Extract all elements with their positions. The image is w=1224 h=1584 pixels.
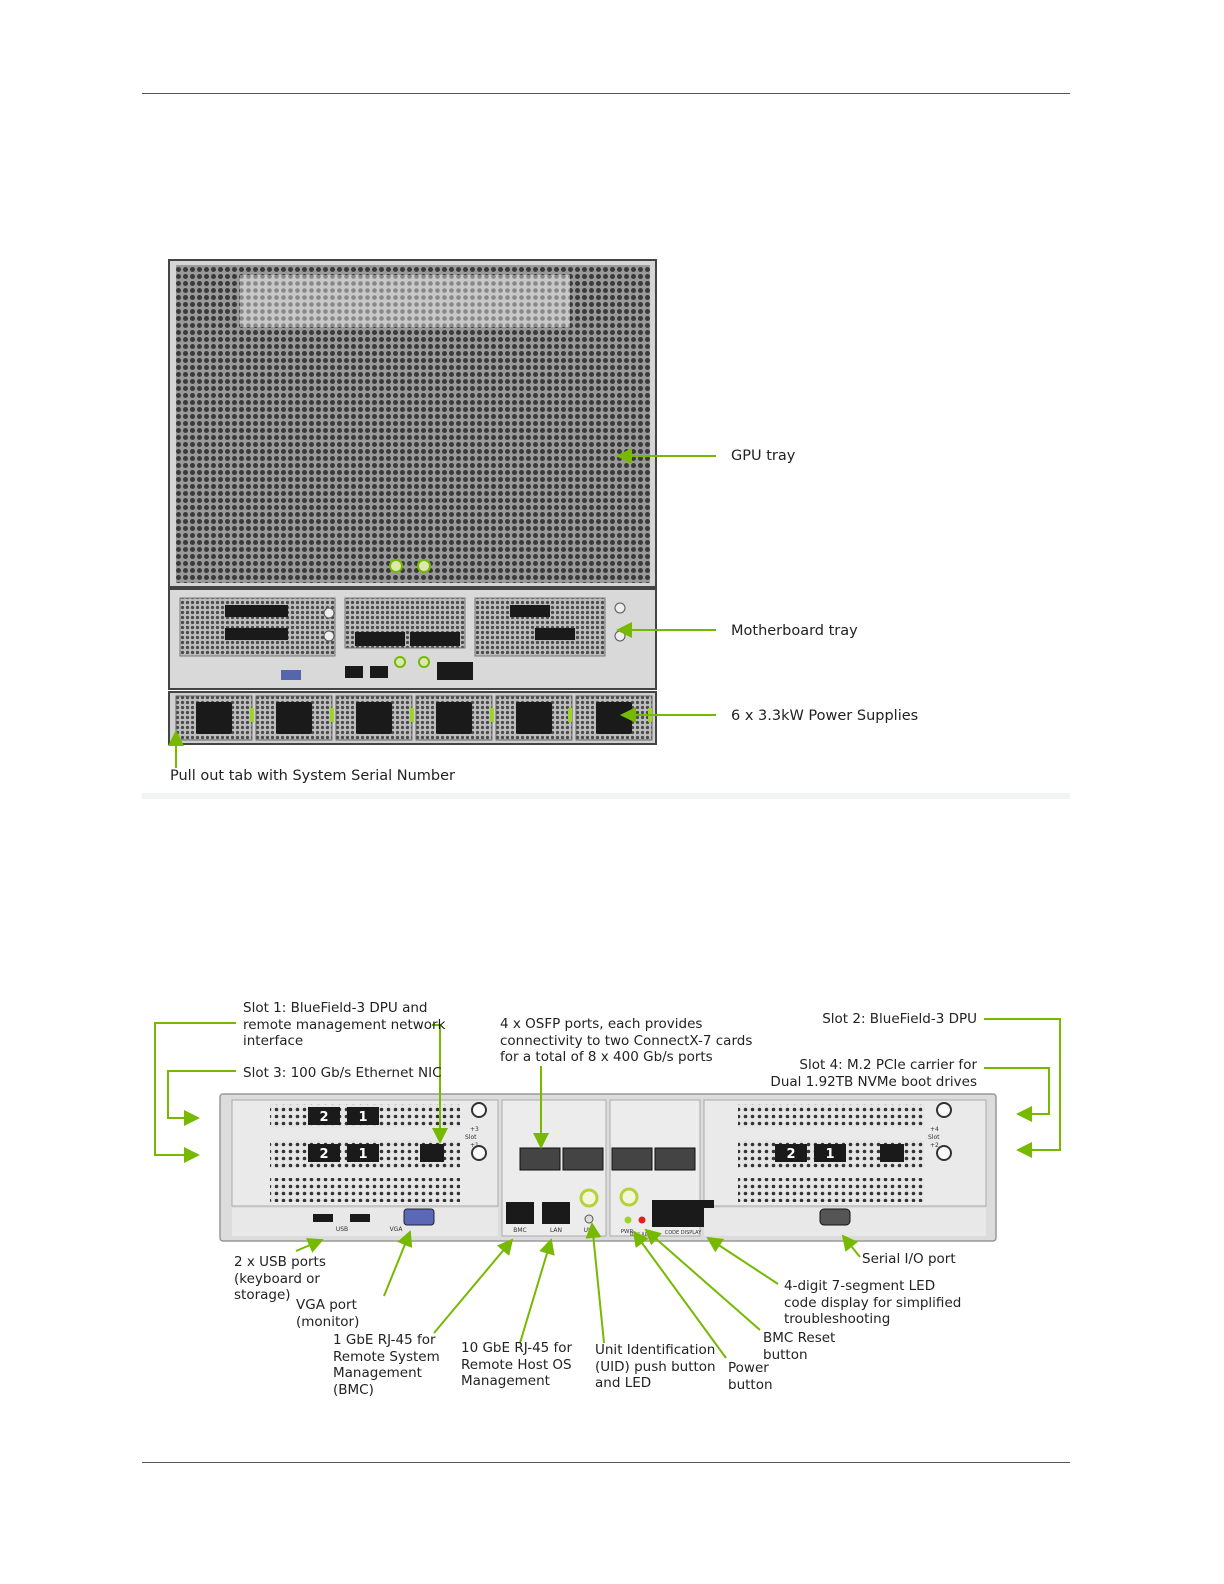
right-card-label-2: 2: [786, 1147, 795, 1162]
label-gpu-tray: GPU tray: [731, 448, 796, 464]
slot-word-right: Slot: [928, 1134, 940, 1141]
motherboard-tray: [168, 588, 657, 690]
label-power-supplies: 6 x 3.3kW Power Supplies: [731, 708, 919, 724]
serial-port: [819, 1208, 851, 1226]
usb-port-2: [350, 1214, 370, 1222]
label-lan-rj45: 10 GbE RJ-45 for Remote Host OS Manageme…: [461, 1340, 573, 1389]
left-card-label-1: 1: [358, 1110, 367, 1125]
motherboard-tray-detail-figure: 2 1 2 1 +3 Slot +1 2 1 +4 Slot +2 USB VG…: [154, 1018, 1061, 1359]
uid-led: [584, 1214, 594, 1224]
power-led: [624, 1216, 632, 1224]
label-pull-out-tab: Pull out tab with System Serial Number: [170, 768, 456, 784]
label-uid: Unit Identification (UID) push button an…: [595, 1342, 716, 1391]
power-button: [619, 1187, 639, 1207]
slot-label-left-top: +3: [470, 1126, 479, 1133]
bmc-rj45-port: [506, 1202, 534, 1224]
lan-panel-label: LAN: [550, 1227, 562, 1234]
left-card-port-1: [347, 1107, 379, 1125]
power-supplies: [168, 691, 657, 745]
pwr-panel-label: PWR: [621, 1229, 634, 1235]
slot-label-right-top: +4: [930, 1126, 939, 1133]
led-code-display: [652, 1200, 714, 1227]
gpu-tray: [168, 259, 657, 588]
label-slot1: Slot 1: BlueField-3 DPU and remote manag…: [243, 1000, 446, 1049]
label-bmc-reset: BMC Reset button: [763, 1330, 836, 1363]
osfp-port-1: [519, 1147, 561, 1171]
left-nic-label-2: 2: [319, 1147, 328, 1162]
left-nic-port-1: [347, 1144, 379, 1162]
label-serial: Serial I/O port: [862, 1251, 956, 1267]
bmc-panel-label: BMC: [513, 1227, 526, 1234]
label-usb: 2 x USB ports (keyboard or storage): [234, 1254, 326, 1303]
left-rj45-port: [420, 1144, 444, 1162]
right-card-port-2: [775, 1144, 807, 1162]
left-card-label-2: 2: [319, 1110, 328, 1125]
right-rj45-port: [880, 1144, 904, 1162]
usb-port-1: [313, 1214, 333, 1222]
slot-label-right-bottom: +2: [930, 1142, 939, 1149]
right-card-port-1: [814, 1144, 846, 1162]
osfp-port-4: [654, 1147, 696, 1171]
label-bmc-rj45: 1 GbE RJ-45 for Remote System Management…: [333, 1332, 440, 1398]
label-slot4: Slot 4: M.2 PCIe carrier for Dual 1.92TB…: [770, 1057, 977, 1090]
vga-port: [403, 1208, 435, 1226]
figure2-callouts: [154, 1018, 1061, 1359]
left-nic-port-2: [308, 1144, 340, 1162]
label-vga: VGA port (monitor): [296, 1297, 360, 1330]
bmc-reset-button: [638, 1216, 646, 1224]
usb-panel-label: USB: [336, 1226, 348, 1233]
figure1-callouts: [168, 448, 716, 768]
right-card-label-1: 1: [825, 1147, 834, 1162]
lan-rj45-port: [542, 1202, 570, 1224]
osfp-port-2: [562, 1147, 604, 1171]
left-nic-label-1: 1: [358, 1147, 367, 1162]
figure-divider-band: [142, 793, 1070, 799]
left-card-port-2: [308, 1107, 340, 1125]
footer-rule: [142, 1462, 1070, 1463]
slot-word-left: Slot: [465, 1134, 477, 1141]
uid-button: [579, 1188, 599, 1208]
label-power: Power button: [728, 1360, 773, 1393]
label-osfp: 4 x OSFP ports, each provides connectivi…: [500, 1016, 753, 1065]
header-rule: [142, 93, 1070, 94]
vga-panel-label: VGA: [390, 1226, 404, 1233]
label-slot3: Slot 3: 100 Gb/s Ethernet NIC: [243, 1065, 442, 1081]
system-rear-view-figure: [168, 259, 716, 768]
label-slot2: Slot 2: BlueField-3 DPU: [822, 1011, 977, 1027]
code-display-panel-label: CODE DISPLAY: [665, 1230, 702, 1236]
osfp-port-3: [611, 1147, 653, 1171]
label-motherboard-tray: Motherboard tray: [731, 623, 858, 639]
label-led-display: 4-digit 7-segment LED code display for s…: [784, 1278, 962, 1327]
slot-label-left-bottom: +1: [470, 1142, 479, 1149]
